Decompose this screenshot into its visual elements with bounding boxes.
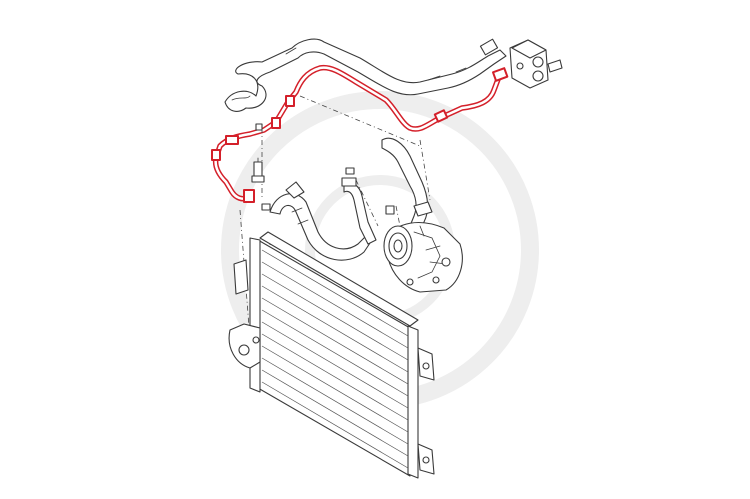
compressor-pipe [341,177,377,245]
condenser [228,231,435,479]
suction-hose [224,38,507,112]
pressure-switch [251,157,265,183]
discharge-hose [269,181,373,261]
ac-compressor [383,222,463,293]
expansion-valve-block [509,39,563,89]
condenser-fins [261,249,409,469]
compressor-suction-hose [381,137,433,233]
small-bolt [255,123,395,215]
red-refrigerant-hose [211,64,509,203]
